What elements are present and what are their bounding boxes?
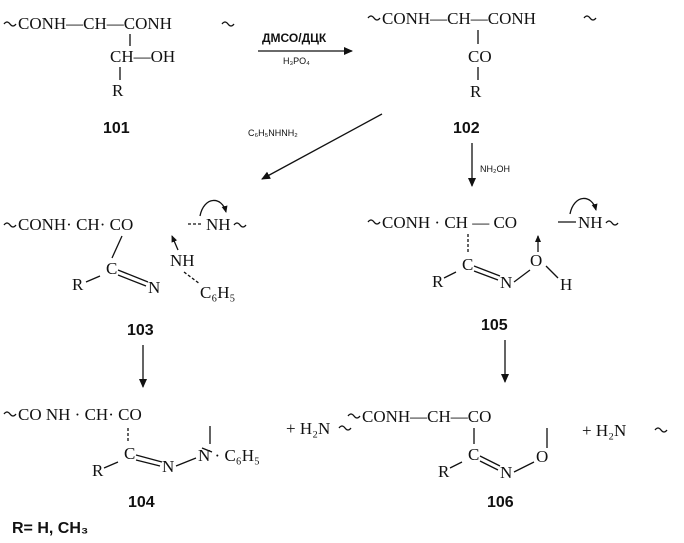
attack-arrow [171,235,179,251]
r-group-footnote: R= H, CH₃ [12,520,88,537]
compound-106-n: N [500,463,512,482]
compound-105-h: H [560,275,572,294]
arrow-diagonal [261,113,383,180]
oxidation-reagent-top: ДМСО/ДЦК [262,31,327,45]
compound-104-n2: N · C₆H₅ [198,446,260,465]
compound-104-byproduct: + H₂N [286,419,330,438]
electron-shift-arrow [569,197,598,215]
compound-102: CONH—CH—CONH CO R 102 [367,9,597,137]
double-bond-line [473,265,501,277]
bond-line [513,461,535,473]
compound-103-r: R [72,275,84,294]
bond-line [85,275,101,283]
bond-line [111,235,123,259]
compound-102-r: R [470,82,482,101]
wavy-bond-icon [347,413,361,419]
compound-102-carbonyl: CO [468,47,492,66]
compound-102-label: 102 [453,120,480,137]
hydroxylamine-arrow: NH₂OH [468,143,510,187]
compound-106-label: 106 [487,494,514,511]
wavy-bond-icon [233,222,247,228]
compound-105-o: O [530,251,542,270]
wavy-bond-icon [367,15,381,21]
compound-106-c: C [468,445,479,464]
double-bond-line [479,455,501,467]
compound-104-r: R [92,461,104,480]
compound-103-n: N [148,278,160,297]
compound-103-nh-end: NH [206,215,231,234]
bond-line [201,447,213,453]
wavy-bond-icon [605,220,619,226]
compound-101-backbone: CONH—CH—CONH [18,14,172,33]
compound-103-c: C [106,259,117,278]
compound-105-label: 105 [481,317,508,334]
double-bond-line [479,460,499,471]
compound-104-label: 104 [128,494,155,511]
compound-105-backbone: CONH · CH — CO [382,213,517,232]
wavy-bond-icon [654,427,668,433]
compound-101-r: R [112,81,124,100]
compound-106-o: O [536,447,548,466]
compound-104-line: CO NH · CH· CO [18,405,142,424]
wavy-bond-icon [3,411,17,417]
compound-101-label: 101 [103,120,130,137]
double-bond-line [135,454,163,463]
bond-line [513,269,531,283]
compound-103: CONH· CH· CO NH NH C N R C₆H₅ 103 [3,199,247,339]
wavy-bond-icon [338,425,352,431]
oxidation-arrow: ДМСО/ДЦК H₃PO₄ [258,31,353,66]
compound-103-label: 103 [127,322,154,339]
hydrazine-arrow: C₆H₅NHNH₂ [248,113,383,180]
double-bond-line [135,459,161,467]
compound-101: CONH—CH—CONH CH—OH R 101 [3,14,235,137]
compound-104-c: C [124,444,135,463]
compound-106-backbone: CONH—CH—CO [362,407,491,426]
compound-105-n: N [500,273,512,292]
bond-line [103,461,119,469]
wavy-bond-icon [583,15,597,21]
bond-line [183,271,201,285]
compound-104: CO NH · CH· CO C N N · C₆H₅ R + H₂N 104 [3,405,352,511]
wavy-bond-icon [3,222,17,228]
bond-line [175,457,197,467]
compound-105-r: R [432,272,444,291]
wavy-bond-icon [221,21,235,27]
bond-line [443,271,457,279]
compound-104-n1: N [162,457,174,476]
compound-105-nh-end: NH [578,213,603,232]
compound-106: CONH—CH—CO C N O R + H₂N 106 [347,407,668,511]
compound-101-substituent: CH—OH [110,47,175,66]
oxidation-reagent-bottom: H₃PO₄ [283,56,310,66]
compound-105-c: C [462,255,473,274]
double-bond-line [473,270,499,281]
compound-103-backbone: CONH· CH· CO [18,215,133,234]
double-bond-line [117,269,149,283]
compound-103-phenyl: C₆H₅ [200,283,236,302]
compound-105: CONH · CH — CO NH O H C N R 105 [367,197,619,334]
bond-line [545,265,559,279]
wavy-bond-icon [367,219,381,225]
bond-line [449,461,463,469]
compound-102-backbone: CONH—CH—CONH [382,9,536,28]
compound-106-byproduct: + H₂N [582,421,626,440]
double-bond-line [117,274,147,287]
electron-shift-arrow [199,199,228,217]
wavy-bond-icon [3,21,17,27]
hydrazine-reagent: C₆H₅NHNH₂ [248,128,298,138]
compound-103-nh: NH [170,251,195,270]
compound-106-r: R [438,462,450,481]
hydroxylamine-reagent: NH₂OH [480,164,510,174]
